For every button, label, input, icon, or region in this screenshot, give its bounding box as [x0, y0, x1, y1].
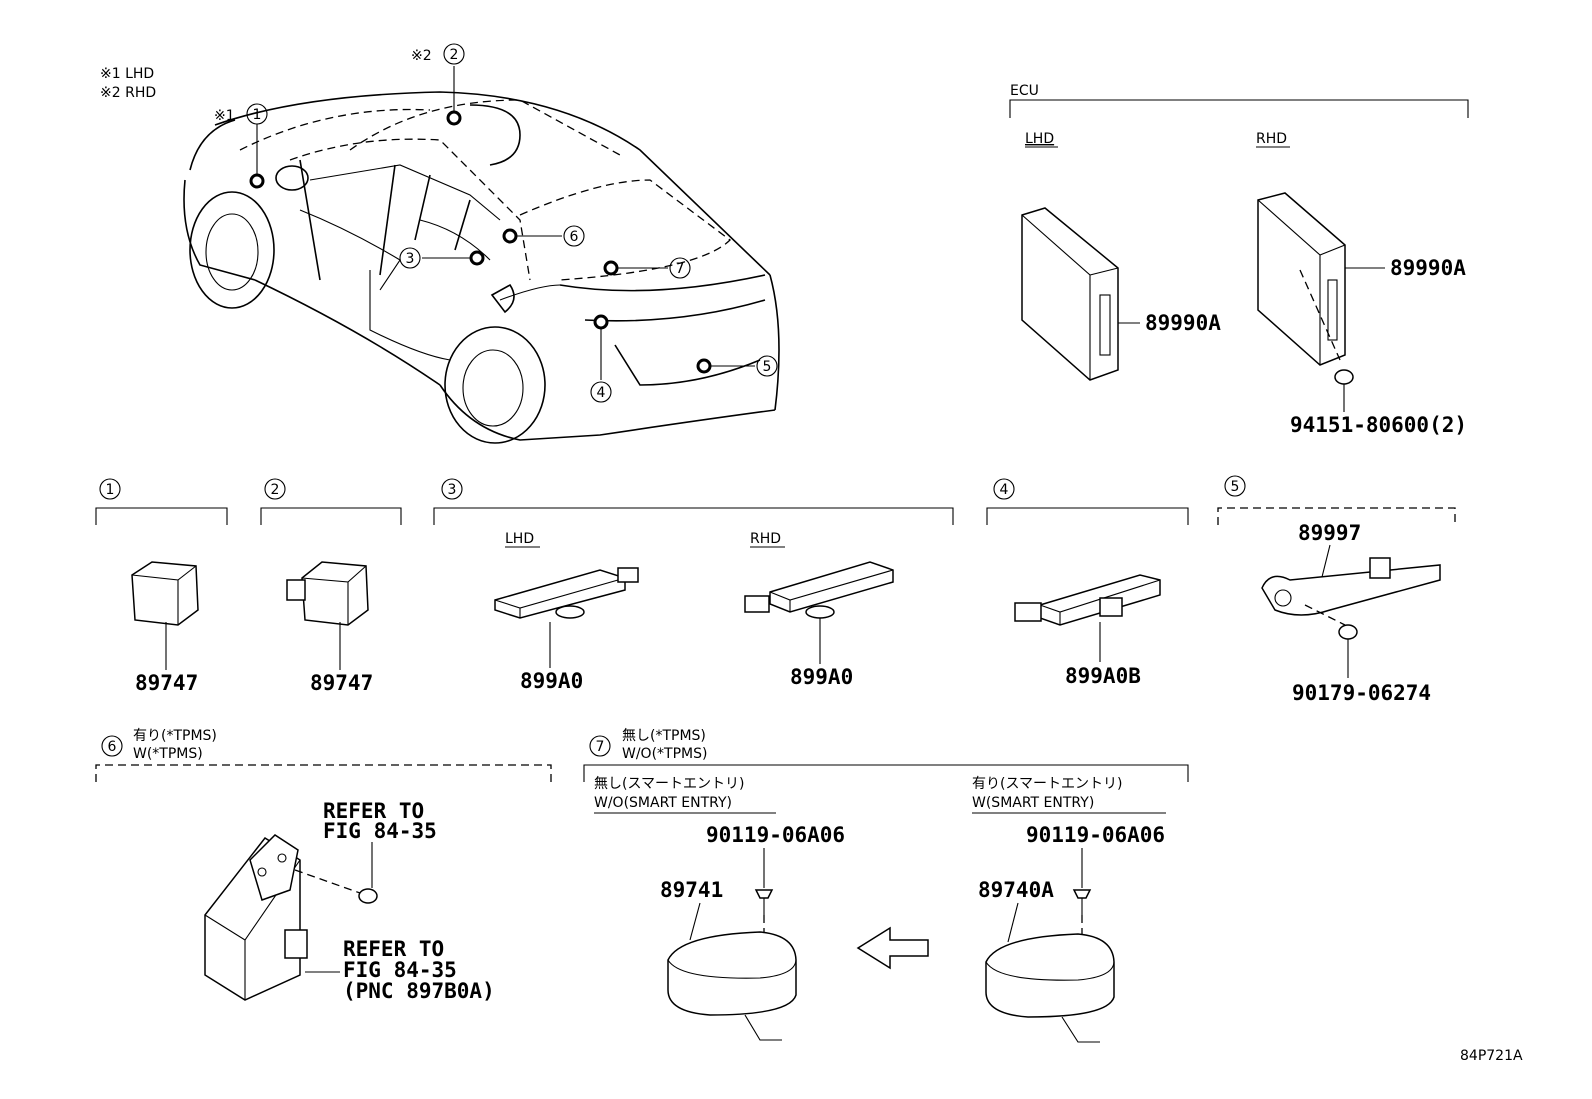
svg-text:1: 1 — [106, 482, 115, 498]
ecu-rhd-part: 89990A — [1390, 256, 1466, 280]
group4-part: 899A0B — [1065, 664, 1141, 688]
svg-text:2: 2 — [271, 482, 280, 498]
location-markers: 1 ※1 2 ※2 3 6 7 4 5 — [214, 43, 778, 403]
diagram-id: 84P721A — [1460, 1048, 1523, 1064]
group7-bolt-right: 90119-06A06 — [1026, 823, 1165, 847]
callout-1: 1 — [253, 107, 262, 123]
group7-left-en: W/O(SMART ENTRY) — [594, 795, 732, 811]
group-1: 1 89747 — [95, 478, 228, 695]
callout-6: 6 — [570, 229, 579, 245]
group1-part: 89747 — [135, 671, 198, 695]
svg-text:6: 6 — [108, 739, 117, 755]
marker-6 — [502, 228, 518, 244]
group3-rhd-label: RHD — [750, 531, 781, 547]
group-3: 3 LHD RHD 899A0 899A0 — [433, 478, 954, 693]
legend-lhd: ※1 LHD — [100, 66, 154, 82]
marker-2 — [446, 110, 462, 126]
group2-part: 89747 — [310, 671, 373, 695]
group7-right-en: W(SMART ENTRY) — [972, 795, 1094, 811]
group7-header-jp: 無し(*TPMS) — [622, 728, 706, 744]
group3-rhd-part: 899A0 — [790, 665, 853, 689]
group6-ref2-line2: FIG 84-35 — [343, 958, 457, 982]
callout-7: 7 — [676, 261, 685, 277]
svg-text:3: 3 — [448, 482, 457, 498]
ecu-section: ECU LHD RHD 89990A 89990A 94151-80600(2) — [1009, 83, 1469, 437]
group6-ref2-line3: (PNC 897B0A) — [343, 979, 495, 1003]
marker-4 — [593, 314, 609, 330]
callout-3: 3 — [406, 251, 415, 267]
ecu-screw: 94151-80600(2) — [1290, 413, 1467, 437]
svg-text:7: 7 — [596, 739, 605, 755]
callout-2: 2 — [450, 47, 459, 63]
group3-lhd-part: 899A0 — [520, 669, 583, 693]
callout-5: 5 — [763, 359, 772, 375]
group6-header-en: W(*TPMS) — [133, 746, 203, 762]
group6-ref1-line1: REFER TO — [323, 799, 424, 823]
group6-ref1-line2: FIG 84-35 — [323, 819, 437, 843]
marker-7 — [603, 260, 619, 276]
group-7: 7 無し(*TPMS) W/O(*TPMS) 無し(スマートエントリ) W/O(… — [583, 728, 1189, 1043]
ecu-title: ECU — [1010, 83, 1039, 99]
group3-lhd-label: LHD — [505, 531, 534, 547]
group7-right-jp: 有り(スマートエントリ) — [972, 776, 1123, 792]
group7-part-right: 89740A — [978, 878, 1054, 902]
group-4: 4 899A0B — [986, 478, 1189, 688]
svg-text:4: 4 — [1000, 482, 1009, 498]
svg-text:5: 5 — [1231, 479, 1240, 495]
ecu-lhd-label: LHD — [1025, 131, 1054, 147]
group6-header-jp: 有り(*TPMS) — [133, 728, 217, 744]
ecu-rhd-label: RHD — [1256, 131, 1287, 147]
group5-screw: 90179-06274 — [1292, 681, 1431, 705]
group7-part-left: 89741 — [660, 878, 723, 902]
group-5: 5 89997 90179-06274 — [1217, 475, 1456, 705]
group7-left-jp: 無し(スマートエントリ) — [594, 776, 745, 792]
group5-part: 89997 — [1298, 521, 1361, 545]
group-6: 6 有り(*TPMS) W(*TPMS) REFER TO FIG 84-35 … — [95, 728, 552, 1003]
mark-lhd: ※1 — [214, 108, 235, 124]
mark-rhd: ※2 — [411, 48, 432, 64]
group-2: 2 89747 — [260, 478, 402, 695]
marker-1 — [249, 173, 265, 189]
ecu-lhd-part: 89990A — [1145, 311, 1221, 335]
callout-4: 4 — [597, 385, 606, 401]
group7-header-en: W/O(*TPMS) — [622, 746, 707, 762]
marker-5 — [696, 358, 712, 374]
group6-ref2-line1: REFER TO — [343, 937, 444, 961]
legend-rhd: ※2 RHD — [100, 85, 156, 101]
group7-bolt-left: 90119-06A06 — [706, 823, 845, 847]
marker-3 — [469, 250, 485, 266]
